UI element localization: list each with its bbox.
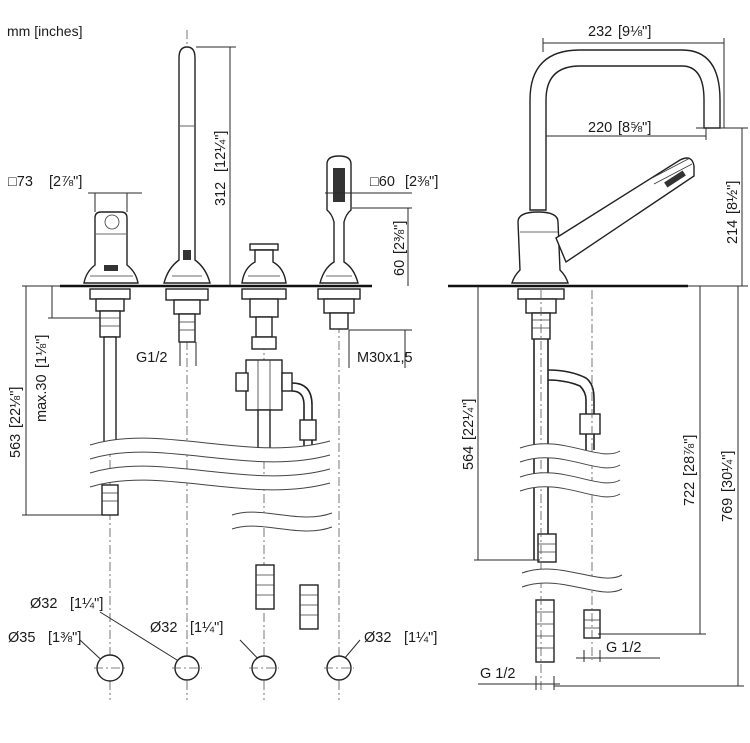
diverter-knob (241, 243, 287, 284)
valve-assembly-4 (317, 288, 361, 330)
dim-g12-right: G 1/2 (606, 640, 641, 656)
dim-w232-in: [9⅛"] (618, 24, 651, 40)
dim-d32-b-in: [1¼"] (190, 620, 223, 636)
dim-d32-c-in: [1¼"] (404, 630, 437, 646)
dim-max30-in: [1⅛"] (34, 335, 50, 368)
dim-769-in: [30¼"] (720, 451, 736, 492)
dim-d32-b: Ø32 (150, 620, 177, 636)
mounting-holes (94, 654, 354, 682)
dim-sq60: □60 (370, 174, 395, 190)
dim-d32-a-in: [1¼"] (70, 596, 103, 612)
spout-side-view (511, 49, 721, 284)
dim-max30: max.30 (34, 374, 50, 422)
hand-shower (319, 155, 359, 284)
mixer-handle (83, 211, 139, 284)
dim-722: 722 (682, 482, 698, 506)
valve-assembly-3 (235, 288, 319, 630)
dim-sq60-in: [2⅜"] (405, 174, 438, 190)
dim-563-in: [22⅛"] (8, 387, 24, 428)
valve-assembly-2 (165, 288, 209, 343)
dim-g12-bottom: G 1/2 (480, 666, 515, 682)
dim-60: 60 (392, 260, 408, 276)
hand-shower-holder (163, 46, 211, 284)
valve-assembly-1 (89, 288, 131, 516)
dimension-labels: □73 [2⅞"] 312 [12¼"] □60 [2⅜"] 60 [2⅜"] … (8, 24, 741, 682)
dim-563: 563 (8, 434, 24, 458)
dim-m30: M30x1,5 (357, 350, 413, 366)
dimension-lines-left (22, 46, 412, 669)
dim-d32-a: Ø32 (30, 596, 57, 612)
units-label: mm [inches] (7, 23, 82, 39)
dim-w232: 232 (588, 24, 612, 40)
dim-214-in: [8½"] (725, 181, 741, 214)
dim-769: 769 (720, 498, 736, 522)
dim-g12-left: G1/2 (136, 350, 167, 366)
dim-564: 564 (461, 446, 477, 470)
dim-312-in: [12¼"] (213, 131, 229, 172)
dim-sq73-in: [2⅞"] (49, 174, 82, 190)
dim-312: 312 (213, 182, 229, 206)
dim-d35-in: [1⅜"] (48, 630, 81, 646)
dim-w220: 220 (588, 120, 612, 136)
dim-214: 214 (725, 220, 741, 244)
dim-d32-c: Ø32 (364, 630, 391, 646)
dim-w220-in: [8⅝"] (618, 120, 651, 136)
dim-564-in: [22¼"] (461, 399, 477, 440)
dim-sq73: □73 (8, 174, 33, 190)
dim-d35: Ø35 (8, 630, 35, 646)
break-lines (87, 437, 626, 593)
dim-722-in: [28⅞"] (682, 435, 698, 476)
dim-60-in: [2⅜"] (392, 221, 408, 254)
dimension-lines-right (474, 38, 748, 690)
